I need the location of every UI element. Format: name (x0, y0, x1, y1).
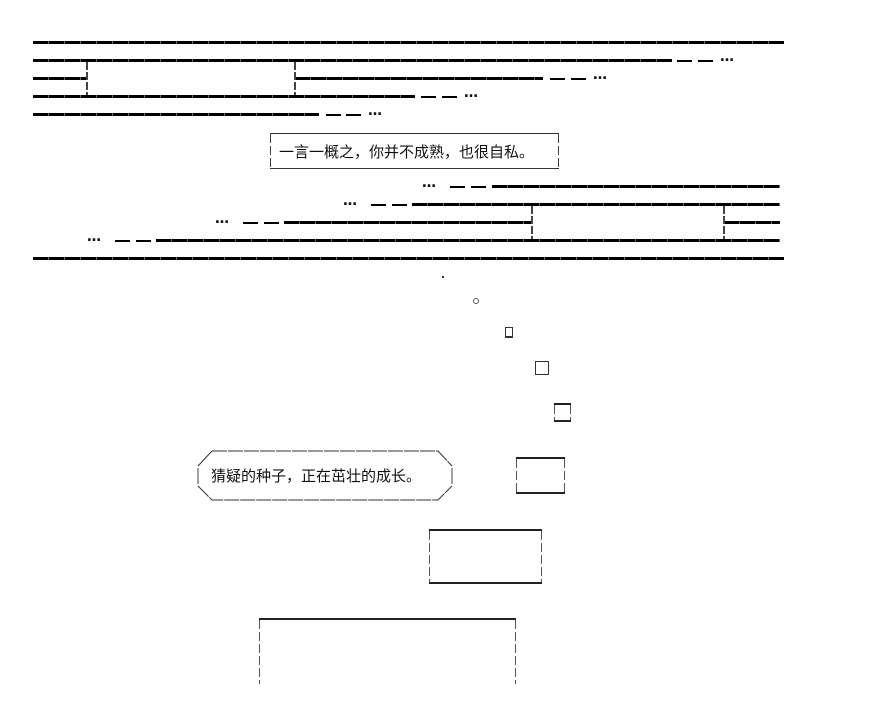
rule-line (492, 185, 780, 188)
rule-line (33, 95, 415, 98)
box-divider (723, 206, 725, 240)
dash (371, 204, 386, 206)
box-divider (86, 62, 88, 96)
dash (115, 240, 130, 242)
ellipsis: … (720, 49, 735, 65)
dialogue-text-2: 猜疑的种子，正在茁壮的成长。 (211, 467, 422, 485)
box-divider (531, 206, 533, 240)
ellipsis: … (464, 85, 479, 101)
dash (346, 114, 361, 116)
dash (243, 222, 258, 224)
dash (264, 222, 279, 224)
dash (450, 186, 465, 188)
rule-line (412, 203, 780, 206)
rule-line (33, 257, 784, 260)
ellipsis: … (593, 67, 608, 83)
ellipsis: … (422, 175, 437, 191)
rule-line (33, 41, 784, 44)
box-divider (294, 62, 296, 96)
rule-line (284, 221, 532, 224)
dash (442, 96, 457, 98)
medium-box-symbol (516, 457, 565, 494)
dialogue-text-1: 一言一概之，你并不成熟，也很自私。 (279, 143, 535, 161)
ellipsis: … (368, 103, 383, 119)
dash (571, 78, 586, 80)
dash (677, 60, 692, 62)
box-symbol (554, 403, 571, 422)
dot-symbol (442, 276, 444, 278)
dash (550, 78, 565, 80)
ellipsis: … (87, 229, 102, 245)
rule-line (33, 77, 87, 80)
ellipsis: … (215, 211, 230, 227)
small-circle-symbol (473, 298, 479, 304)
dialogue-box-2: 猜疑的种子，正在茁壮的成长。 (196, 450, 454, 502)
dash (471, 186, 486, 188)
dash (421, 96, 436, 98)
dash (326, 114, 341, 116)
rule-line (295, 77, 543, 80)
rule-line (33, 113, 319, 116)
dash (392, 204, 407, 206)
ellipsis: … (343, 193, 358, 209)
large-box-symbol (429, 529, 542, 584)
small-box-symbol (535, 361, 549, 375)
dash (136, 240, 151, 242)
rule-line (33, 59, 672, 62)
dash (698, 60, 713, 62)
rule-line (724, 221, 780, 224)
octagon-frame-icon (197, 450, 453, 501)
xlarge-box-symbol (259, 618, 516, 684)
tiny-box-symbol (505, 327, 513, 338)
rule-line (156, 239, 780, 242)
dialogue-box-1: 一言一概之，你并不成熟，也很自私。 (270, 133, 559, 169)
